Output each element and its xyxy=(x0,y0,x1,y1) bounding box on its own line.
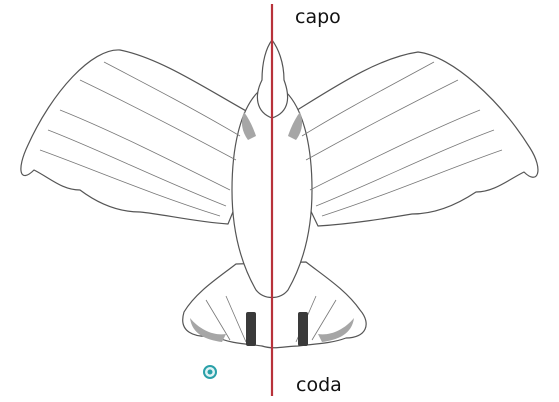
head-label: capo xyxy=(295,6,341,28)
left-wing xyxy=(21,50,248,224)
tail-label: coda xyxy=(296,374,342,396)
teal-dot-icon xyxy=(204,366,216,378)
